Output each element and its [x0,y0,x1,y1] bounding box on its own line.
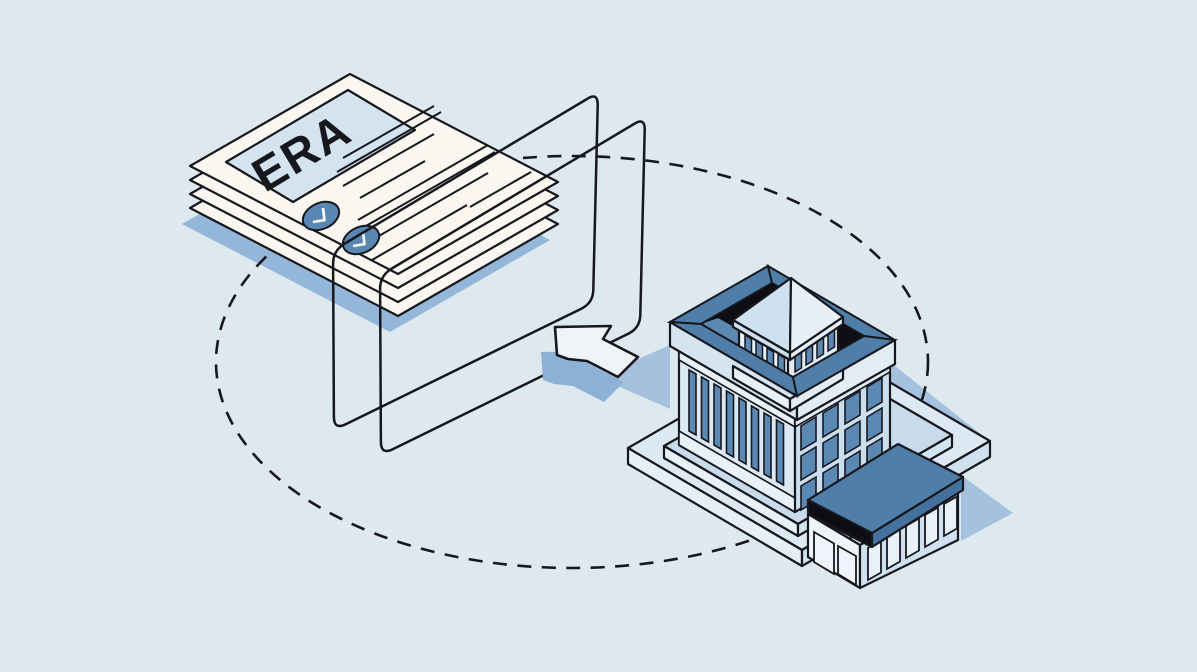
annex-roof-top [806,442,965,535]
badge-circle [341,224,381,256]
transfer-arrow [541,324,640,402]
pilaster-slots [688,368,785,487]
pyramid-right-face [788,276,845,355]
dashed-orbit-ellipse [214,154,930,570]
parapet-band-se [791,334,899,398]
check-icon [312,207,326,224]
check-icon [352,231,366,248]
parapet-front [669,321,899,398]
transfer-loop-front [331,95,599,428]
document-text-lines [336,105,532,261]
document-title-panel [224,88,417,204]
annex-building [806,442,965,590]
annex-doors [813,530,857,587]
check-badge-1 [301,200,341,232]
arrow-shadow [541,351,624,402]
badge-circle [301,200,341,232]
building-shadow-left [597,345,670,409]
document-stack: ERA [188,72,560,318]
check-badge-2 [341,224,381,256]
transfer-loop-back [378,120,646,453]
annex-shadow-right [961,475,1013,541]
transfer-loops [331,95,646,453]
institution-building [626,263,992,590]
arrow-icon [553,324,640,379]
